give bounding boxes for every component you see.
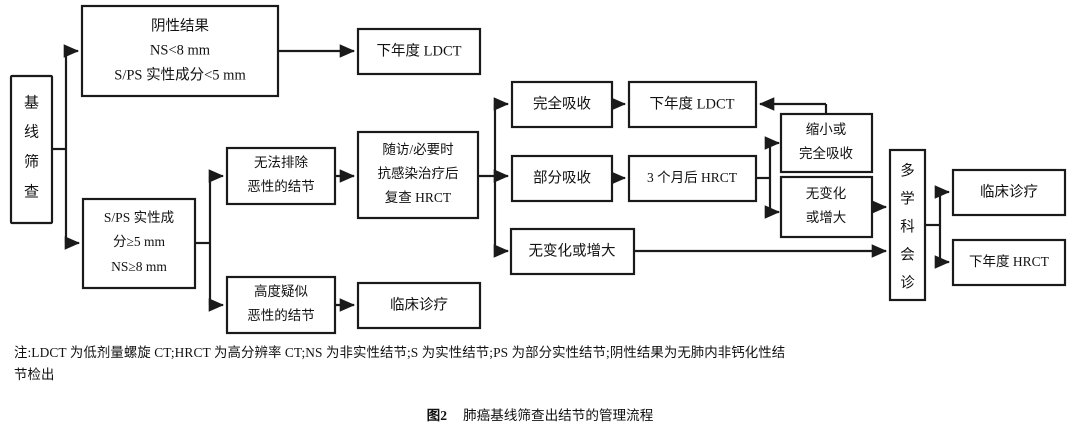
node-high-suspicion-line-0: 高度疑似	[254, 283, 308, 299]
node-cannot-exclude-line-1: 恶性的结节	[247, 179, 315, 194]
node-clinical-1-label: 临床诊疗	[390, 296, 448, 313]
node-followup-line-0: 随访/必要时	[382, 142, 453, 157]
node-sps-line-0: S/PS 实性成	[104, 210, 174, 225]
node-negative-line-2: S/PS 实性成分<5 mm	[114, 66, 246, 83]
node-ldct-next-2	[627, 80, 758, 129]
node-mdt-line-1: 学	[900, 190, 915, 207]
node-hrct-3m	[627, 154, 758, 203]
node-baseline-line-2: 筛	[24, 153, 39, 170]
node-high-suspicion-line-1: 恶性的结节	[247, 308, 315, 323]
flowchart-diagram: 基 线 筛 查 阴性结果 NS<8 mm S/PS 实性成分<5 mm 下年度 …	[9, 4, 1067, 335]
node-hrct-next	[951, 238, 1067, 287]
node-full-absorb-label: 完全吸收	[533, 94, 591, 112]
node-baseline-line-0: 基	[24, 94, 39, 111]
node-sps-line-1: 分≥5 mm	[113, 234, 166, 249]
node-partial-absorb	[510, 154, 614, 203]
node-ldct-next-1	[356, 27, 482, 76]
node-no-change-right-line-0: 无变化	[806, 186, 847, 201]
node-clinical-2	[951, 168, 1067, 217]
node-followup-line-1: 抗感染治疗后	[378, 165, 459, 181]
node-no-change-right-line-1: 或增大	[806, 210, 847, 225]
node-mdt-line-3: 会	[900, 246, 915, 263]
node-hrct-3m-label: 3 个月后 HRCT	[647, 170, 738, 185]
figure-caption-label: 图2	[426, 408, 448, 423]
node-negative-line-1: NS<8 mm	[150, 42, 211, 58]
figure-caption: 图2 肺癌基线筛查出结节的管理流程	[0, 404, 1080, 424]
figure-note-line-2: 节检出	[14, 366, 55, 382]
node-clinical-1	[356, 281, 482, 330]
node-shrink-line-1: 完全吸收	[799, 145, 853, 161]
node-followup-hrct	[356, 130, 480, 220]
node-mdt-line-0: 多	[900, 162, 915, 179]
node-mdt-line-4: 诊	[900, 274, 915, 291]
node-no-change-right	[779, 175, 874, 239]
node-cannot-exclude	[225, 146, 337, 206]
node-sps-line-2: NS≥8 mm	[111, 259, 167, 274]
node-cannot-exclude-line-0: 无法排除	[254, 155, 308, 170]
node-negative-result	[80, 4, 280, 98]
node-clinical-2-label: 临床诊疗	[980, 183, 1038, 200]
node-no-change-mid	[509, 227, 636, 276]
node-high-suspicion	[225, 275, 337, 335]
node-followup-line-2: 复查 HRCT	[385, 189, 452, 205]
node-ldct-next-1-label: 下年度 LDCT	[377, 42, 462, 59]
node-shrink-or-absorb	[779, 112, 874, 174]
node-mdt-line-2: 科	[900, 218, 915, 235]
node-mdt	[888, 148, 927, 302]
node-full-absorb	[510, 80, 614, 129]
node-baseline	[9, 74, 54, 225]
node-negative-line-0: 阴性结果	[151, 17, 209, 34]
node-partial-absorb-label: 部分吸收	[533, 169, 591, 186]
node-shrink-line-0: 缩小或	[806, 122, 847, 137]
node-baseline-line-3: 查	[24, 183, 39, 200]
node-sps-positive	[81, 197, 197, 290]
node-ldct-next-2-label: 下年度 LDCT	[650, 95, 735, 112]
figure-notes: 注:LDCT 为低剂量螺旋 CT;HRCT 为高分辨率 CT;NS 为非实性结节…	[14, 342, 1070, 385]
node-baseline-line-1: 线	[24, 123, 39, 140]
figure-note-line-1: 注:LDCT 为低剂量螺旋 CT;HRCT 为高分辨率 CT;NS 为非实性结节…	[14, 345, 786, 360]
node-no-change-mid-label: 无变化或增大	[529, 242, 616, 259]
node-hrct-next-label: 下年度 HRCT	[969, 254, 1050, 269]
figure-caption-title: 肺癌基线筛查出结节的管理流程	[463, 408, 654, 423]
